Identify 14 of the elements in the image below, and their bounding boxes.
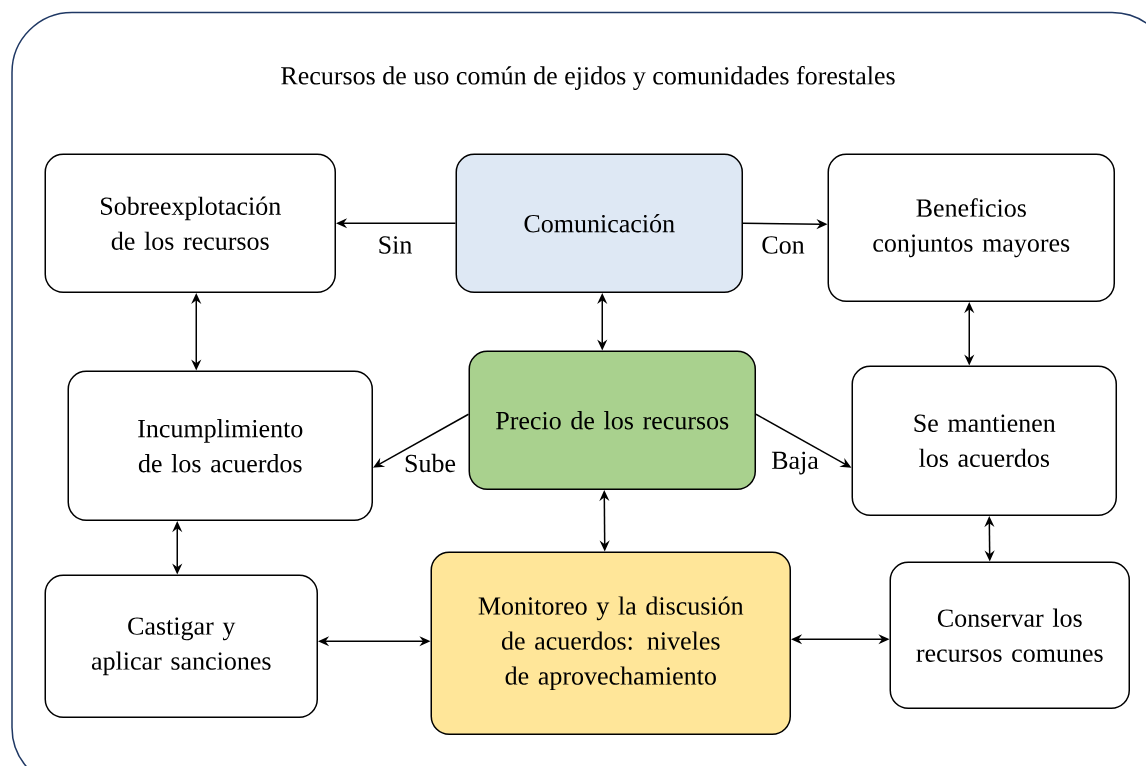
edge-label: Baja bbox=[770, 450, 820, 476]
process-box: Precio de los recursos bbox=[468, 350, 756, 490]
edge-label: Sube bbox=[403, 452, 457, 474]
process-box: Sobreexplotación de los recursos bbox=[44, 153, 336, 293]
edge-label: Sin bbox=[376, 235, 414, 255]
process-box: Beneficios conjuntos mayores bbox=[827, 153, 1115, 302]
process-box: Se mantienen los acuerdos bbox=[851, 365, 1117, 516]
process-box: Castigar y aplicar sanciones bbox=[44, 574, 318, 718]
process-box: Comunicación bbox=[455, 153, 743, 293]
arrow bbox=[373, 413, 470, 468]
process-box: Monitoreo y la discusión de acuerdos: niveles de aprovechamiento bbox=[430, 551, 791, 735]
process-box: Conservar los recursos comunes bbox=[889, 561, 1130, 709]
edge-label: Con bbox=[760, 235, 806, 255]
process-box: Incumplimiento de los acuerdos bbox=[67, 370, 373, 521]
